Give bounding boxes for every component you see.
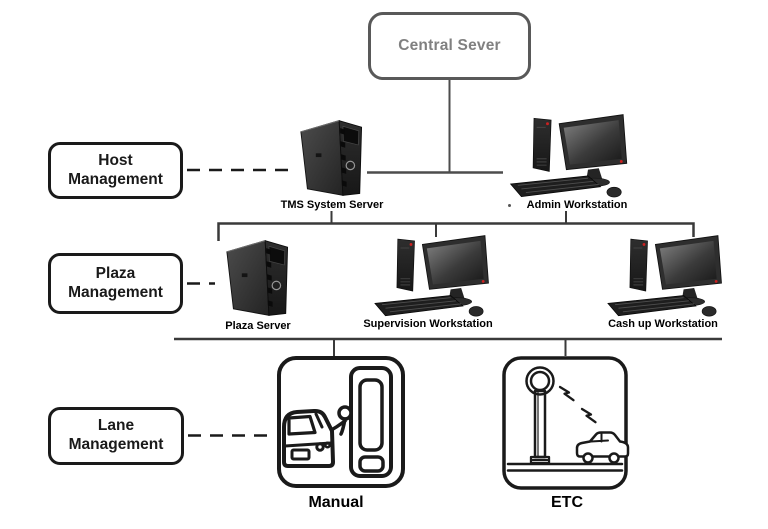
plaza-server-label: Plaza Server [225,320,291,332]
etc-car-wheel-rear [582,452,594,464]
antenna-outer-ring [525,366,555,396]
plaza-management-line1: Plaza [95,264,136,282]
level-box-plaza-management: Plaza Management [48,253,183,314]
car-door-line [283,412,333,448]
toll-booth-outline [349,366,393,478]
radio-wave-bolt-2 [580,407,597,424]
tms-server-label: TMS System Server [280,199,384,211]
road-lines [506,462,624,472]
desktop-workstation-icon [510,114,628,198]
lane-management-line1: Lane [97,417,135,435]
host-management-line1: Host [98,151,133,169]
lane-management-line2: Management [68,436,164,453]
etc-car-window-lines [590,432,609,443]
supervision-workstation-label: Supervision Workstation [363,318,493,330]
tower-server-icon [300,120,363,196]
central-server-label: Central Sever [398,37,501,54]
tower-server-icon [226,240,289,316]
radio-wave-bolt-1 [558,385,575,402]
stray-period-dot [508,204,511,207]
antenna-inner-ring [529,370,551,392]
etc-car-outline [575,431,630,458]
manual-lane-label: Manual [308,494,364,511]
host-management-line2: Management [68,170,163,188]
level-box-lane-management: Lane Management [48,407,184,465]
etc-gantry-icon [502,356,630,490]
car-plate [290,448,311,461]
connector-plaza-bus [217,222,695,241]
manual-toll-booth-icon [277,356,405,488]
central-server-box: Central Sever [368,12,531,80]
etc-car-wheel-front [608,452,620,464]
car-light-large [315,442,325,452]
level-box-host-management: Host Management [48,142,183,199]
plaza-management-line2: Management [68,283,163,301]
booth-panel [358,455,385,473]
attendant-head [337,405,353,421]
booth-window [358,378,384,452]
etc-lane-label: ETC [551,494,583,511]
desktop-workstation-icon [607,235,722,317]
car-light-small [324,441,331,449]
car-window [287,414,317,436]
pole-base [529,455,551,465]
admin-workstation-label: Admin Workstation [526,199,628,211]
desktop-workstation-icon [374,235,489,317]
cashup-workstation-label: Cash up Workstation [608,318,718,330]
gantry-pole [533,389,547,459]
